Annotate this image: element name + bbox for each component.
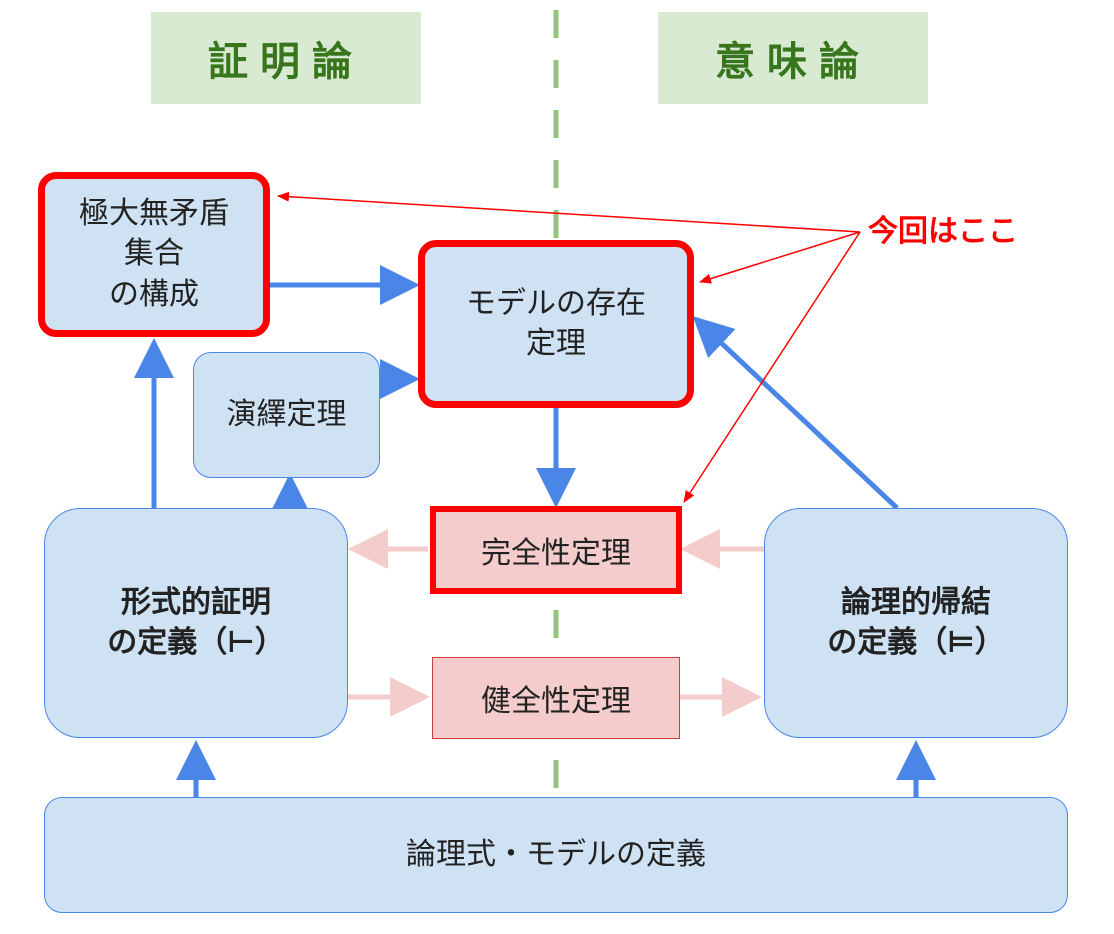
callout-arrow-model (699, 231, 861, 284)
box-model-existence-theorem: モデルの存在 定理 (418, 240, 694, 408)
box-soundness-theorem: 健全性定理 (432, 657, 680, 739)
callout-label: 今回はここ (868, 214, 1018, 249)
box-maximal-consistent-set: 極大無矛盾 集合 の構成 (38, 172, 270, 337)
box-deduction-theorem: 演繹定理 (193, 352, 380, 478)
header-proof-theory: 証明論 (151, 12, 421, 104)
box-formal-proof-definition: 形式的証明 の定義（⊢） (44, 508, 348, 738)
arrow-consequence-to-model (692, 316, 899, 510)
callout-arrow-completeness (683, 231, 861, 503)
header-semantics: 意味論 (658, 12, 928, 104)
box-logical-consequence-definition: 論理的帰結 の定義（⊨） (764, 508, 1068, 738)
box-formula-model-definition: 論理式・モデルの定義 (44, 797, 1068, 913)
box-completeness-theorem: 完全性定理 (430, 506, 682, 594)
callout-arrow-maximal (277, 191, 861, 233)
